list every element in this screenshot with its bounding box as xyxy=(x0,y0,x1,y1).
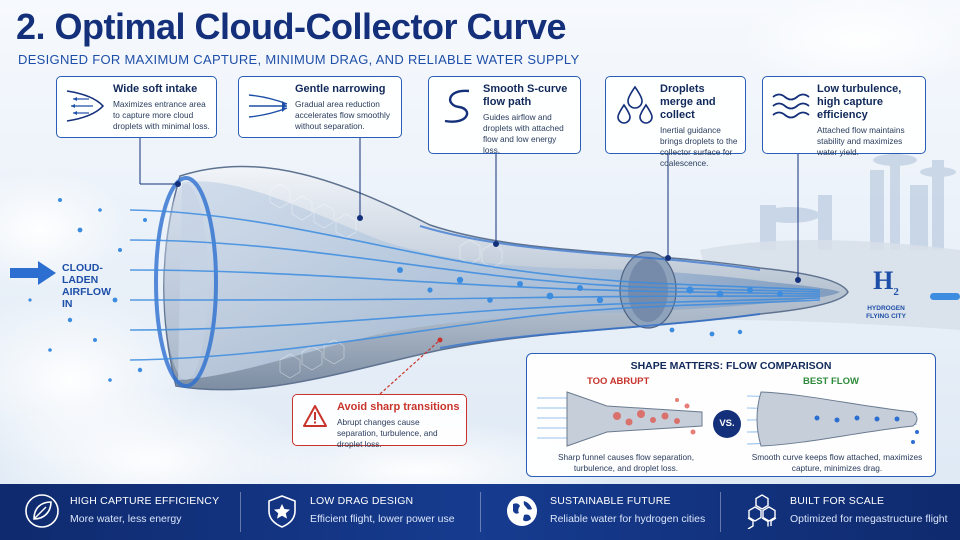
callout-avoid-sharp-transitions: Avoid sharp transitions Abrupt changes c… xyxy=(292,394,467,449)
footer-title: BUILT FOR SCALE xyxy=(790,495,885,507)
leaf-icon xyxy=(25,494,59,528)
callout-title: Droplets merge and collect xyxy=(660,83,716,121)
callout-leaders xyxy=(139,138,801,283)
footer-title: LOW DRAG DESIGN xyxy=(310,495,414,507)
city-skyline xyxy=(760,150,956,250)
callout-wide-soft-intake: Wide soft intake Maximizes entrance area… xyxy=(56,76,217,138)
droplets-icon xyxy=(617,85,653,124)
callout-title: Wide soft intake xyxy=(113,83,198,95)
callout-desc: Guides airflow and droplets with attache… xyxy=(483,112,564,155)
callout-desc: Attached flow maintains stability and ma… xyxy=(817,125,905,157)
globe-icon xyxy=(507,496,537,526)
footer-sub: Reliable water for hydrogen cities xyxy=(550,513,706,525)
callout-gentle-narrowing: Gentle narrowing Gradual area reduction … xyxy=(238,76,402,138)
flow-comparison-panel: SHAPE MATTERS: FLOW COMPARISON TOO ABRUP… xyxy=(526,353,936,477)
footer-sub: Efficient flight, lower power use xyxy=(310,513,455,525)
shield-star-icon xyxy=(268,495,296,528)
callout-title: Low turbulence, high capture efficiency xyxy=(817,83,902,121)
callout-title: Gentle narrowing xyxy=(295,83,386,95)
footer-title: HIGH CAPTURE EFFICIENCY xyxy=(70,495,220,507)
narrowing-lines-icon xyxy=(248,94,288,118)
callout-title: Smooth S-curve flow path xyxy=(483,83,568,108)
callout-desc: Inertial guidance brings droplets to the… xyxy=(660,125,738,168)
h2-symbol: H2 xyxy=(856,268,916,305)
warning-title: Avoid sharp transitions xyxy=(337,401,460,413)
airflow-in-label: CLOUD-LADEN AIRFLOW IN xyxy=(4,254,124,310)
footer-item-scale: BUILT FOR SCALE Optimized for megastruct… xyxy=(720,484,960,540)
thruster-glow xyxy=(930,293,960,300)
warning-leader xyxy=(379,339,441,395)
h2-letter: H xyxy=(873,266,894,295)
hexagon-grid-icon xyxy=(747,494,777,529)
arrow-right-icon xyxy=(10,261,56,285)
callout-low-turbulence: Low turbulence, high capture efficiency … xyxy=(762,76,926,157)
footer-sub: More water, less energy xyxy=(70,513,182,525)
flying-city-text: FLYING CITY xyxy=(866,313,906,321)
s-curve-icon xyxy=(444,89,470,123)
intake-arrows-icon xyxy=(66,90,105,122)
droplet-particles xyxy=(28,198,783,382)
abrupt-funnel-illustration xyxy=(537,391,703,447)
callout-droplets-merge: Droplets merge and collect Inertial guid… xyxy=(605,76,746,168)
best-flow-caption: Smooth curve keeps flow attached, maximi… xyxy=(751,452,923,473)
h2-subscript: 2 xyxy=(893,286,899,299)
footer-item-capture: HIGH CAPTURE EFFICIENCY More water, less… xyxy=(0,484,240,540)
callout-desc: Maximizes entrance area to capture more … xyxy=(113,99,210,131)
footer-item-sustainable: SUSTAINABLE FUTURE Reliable water for hy… xyxy=(480,484,720,540)
airflow-streamlines xyxy=(129,209,821,361)
airflow-text: CLOUD-LADEN AIRFLOW IN xyxy=(62,262,111,310)
callout-desc: Gradual area reduction accelerates flow … xyxy=(295,99,390,131)
footer-sub: Optimized for megastructure flight xyxy=(790,513,948,525)
warning-desc: Abrupt changes cause separation, turbule… xyxy=(337,417,438,449)
comparison-title: SHAPE MATTERS: FLOW COMPARISON xyxy=(630,360,832,372)
smooth-curve-illustration xyxy=(747,391,919,447)
page-title: 2. Optimal Cloud-Collector Curve xyxy=(16,6,567,47)
footer-bar: HIGH CAPTURE EFFICIENCY More water, less… xyxy=(0,484,960,540)
footer-title: SUSTAINABLE FUTURE xyxy=(550,495,671,507)
warning-triangle-icon xyxy=(303,405,327,427)
page-subtitle: DESIGNED FOR MAXIMUM CAPTURE, MINIMUM DR… xyxy=(18,52,580,67)
too-abrupt-label: TOO ABRUPT xyxy=(587,376,650,387)
callout-smooth-s-curve: Smooth S-curve flow path Guides airflow … xyxy=(428,76,581,155)
hydrogen-flying-city-label: H2 HYDROGEN FLYING CITY xyxy=(856,268,916,321)
abrupt-caption: Sharp funnel causes flow separation, tur… xyxy=(557,452,695,473)
best-flow-label: BEST FLOW xyxy=(803,376,859,387)
vs-badge: VS. xyxy=(713,410,741,438)
wave-lines-icon xyxy=(772,93,810,119)
footer-item-drag: LOW DRAG DESIGN Efficient flight, lower … xyxy=(240,484,480,540)
hydrogen-text: HYDROGEN xyxy=(867,305,905,313)
